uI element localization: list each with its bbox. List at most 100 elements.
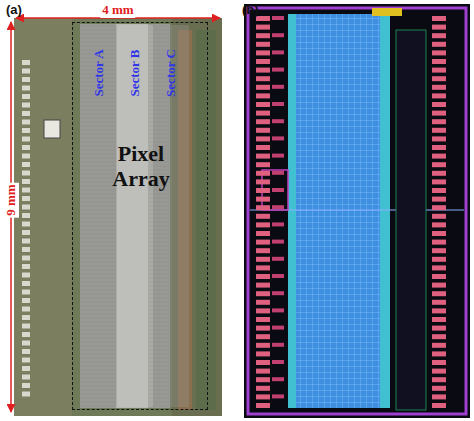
sector-band: Sector A [81,25,117,407]
layout-pad [256,76,270,81]
layout-pad [432,231,446,236]
layout-pad [272,119,284,123]
bond-pad [22,69,30,74]
bond-pad [22,111,30,116]
layout-pad [432,93,446,98]
layout-pad [256,85,270,90]
bond-pad [22,179,30,184]
layout-pad [432,145,446,150]
layout-pad [256,197,270,202]
panel-label: (a) [4,2,24,17]
layout-pad [432,68,446,73]
layout-pad [256,248,270,253]
sector-label: Sector C [163,49,179,97]
layout-pad [272,257,284,261]
layout-pad [272,33,284,37]
layout-pad [272,171,284,175]
layout-pad [432,291,446,296]
layout-pad [272,50,284,54]
layout-pad [432,162,446,167]
bond-pad [22,375,30,380]
bond-pad [22,358,30,363]
layout-pad [432,128,446,133]
layout-pad [256,326,270,331]
layout-pad [256,136,270,141]
layout-pad [432,76,446,81]
layout-ground [244,4,470,418]
sector-band: Sector B [117,25,153,407]
layout-pad [256,162,270,167]
layout-pad [432,343,446,348]
layout-pad [432,274,446,279]
layout-pad [272,291,284,295]
layout-pad [432,308,446,313]
sector-label: Sector A [91,49,107,96]
test-structure [44,120,60,138]
layout-pad [272,16,284,20]
layout-pad [432,214,446,219]
layout-pad [256,119,270,124]
dimension-label: 9 mm [3,182,19,217]
layout-pad [432,59,446,64]
layout-pad [272,188,284,192]
layout-pad [432,111,446,116]
layout-pad [256,240,270,245]
layout-pad [256,274,270,279]
layout-pad [272,136,284,140]
layout-pad [432,25,446,30]
layout-pad [432,386,446,391]
layout-marker [372,8,402,16]
bond-pad [22,341,30,346]
layout-pad [432,265,446,270]
layout-pad [256,403,270,408]
layout-pad [432,283,446,288]
sector-label: Sector B [127,49,143,96]
layout-pad [432,334,446,339]
layout-pad [432,317,446,322]
bond-pad [22,290,30,295]
bond-pad [22,349,30,354]
layout-pad [256,59,270,64]
bond-pad [22,324,30,329]
layout-pad [256,171,270,176]
bond-pad [22,60,30,65]
layout-pad [256,283,270,288]
bond-pad [22,103,30,108]
layout-pad [256,317,270,322]
bond-pad [22,281,30,286]
layout-pad [256,222,270,227]
layout-pad [432,351,446,356]
layout-pad [256,394,270,399]
bond-pad [22,154,30,159]
layout-pad [432,300,446,305]
layout-pad [256,111,270,116]
bond-pad [22,94,30,99]
bond-pads [22,60,30,397]
layout-pad [432,377,446,382]
bond-pad [22,392,30,397]
layout-pad [256,351,270,356]
bond-pad [22,315,30,320]
layout-pad [256,369,270,374]
bond-pad [22,86,30,91]
bond-pad [22,213,30,218]
layout-pad [256,343,270,348]
bond-pad [22,332,30,337]
bond-pad [22,239,30,244]
layout-pad [272,394,284,398]
layout-pad [256,205,270,210]
layout-pad [256,231,270,236]
layout-pad [272,326,284,330]
sector-band: Sector C [153,25,189,407]
layout-periphery [396,30,426,410]
bond-pad [22,205,30,210]
layout-pad [256,25,270,30]
layout-pad [432,50,446,55]
layout-pad [432,179,446,184]
layout-pad [272,205,284,209]
layout-pad [432,403,446,408]
layout-pixel-array [296,14,380,408]
layout-pad [256,33,270,38]
layout-pad [256,50,270,55]
bond-pad [22,366,30,371]
